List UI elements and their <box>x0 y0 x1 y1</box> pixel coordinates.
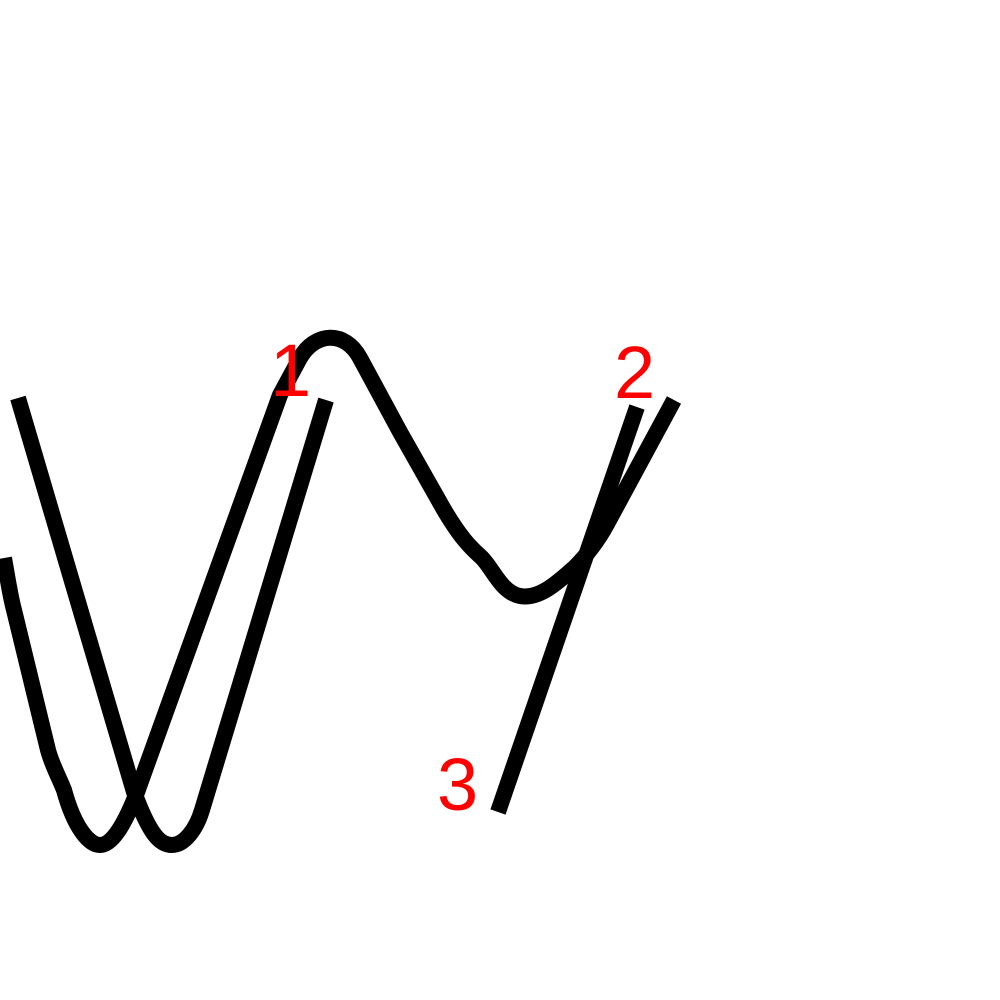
stroke-1-left-diagonal <box>10 395 334 853</box>
stroke-number-3: 3 <box>437 743 478 826</box>
stroke-number-2: 2 <box>614 331 655 414</box>
stroke-number-1: 1 <box>270 329 311 412</box>
stroke-3-diagonal <box>490 404 645 815</box>
stroke-1-path <box>0 329 682 853</box>
